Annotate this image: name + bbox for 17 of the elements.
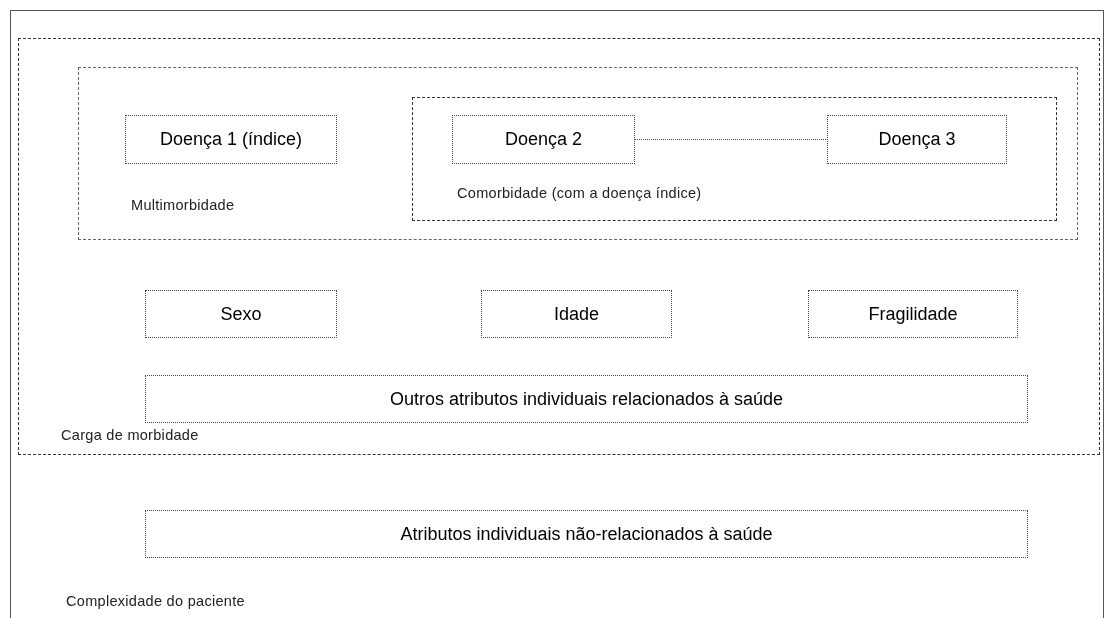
process-box: Fragilidade (808, 290, 1018, 338)
process-box: Outros atributos individuais relacionados à saúde (145, 375, 1028, 423)
connector-line (634, 139, 828, 140)
process-box: Sexo (145, 290, 337, 338)
group-box (78, 67, 1078, 240)
group-label: Carga de morbidade (61, 427, 199, 443)
process-box: Atributos individuais não-relacionados à saúde (145, 510, 1028, 558)
group-box (412, 97, 1057, 221)
outer-frame (10, 10, 1104, 618)
process-box: Doença 2 (452, 115, 635, 164)
group-label: Complexidade do paciente (66, 593, 245, 609)
group-label: Comorbidade (com a doença índice) (457, 185, 702, 201)
process-box: Idade (481, 290, 672, 338)
process-box: Doença 1 (índice) (125, 115, 337, 164)
process-box: Doença 3 (827, 115, 1007, 164)
group-label: Multimorbidade (131, 197, 235, 213)
group-box (18, 38, 1100, 455)
